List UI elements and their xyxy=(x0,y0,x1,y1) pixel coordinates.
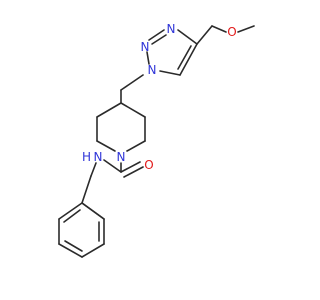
bond-n2-n1 xyxy=(146,51,150,65)
bond-n1-ch2 xyxy=(120,74,144,91)
bond-ph-6 xyxy=(81,202,105,220)
bond-n3-n2 xyxy=(148,29,165,41)
ether-oxygen-label: O xyxy=(227,25,236,39)
bond-o-ch3 xyxy=(237,25,255,33)
bond-ph-inner-3 xyxy=(63,209,81,223)
structure-canvas: N N N O N O N H xyxy=(58,22,255,258)
bond-pip-3 xyxy=(126,140,146,152)
bond-pip-1 xyxy=(120,102,146,118)
bond-ph-inner-2 xyxy=(64,240,83,252)
bond-nh-ch2 xyxy=(90,162,97,177)
bond-n3-c4 xyxy=(177,29,198,45)
piperidine-nitrogen-label: N xyxy=(117,150,126,164)
triazole-n3-label: N xyxy=(167,22,176,36)
bond-c-o xyxy=(120,161,141,173)
bond-c4-ch2 xyxy=(196,25,213,45)
bond-pip-6 xyxy=(96,102,122,118)
molecule-drawing: N N N O N O N H xyxy=(58,22,255,258)
bond-ph-5 xyxy=(58,202,83,220)
bond-c-nh xyxy=(103,159,122,173)
triazole-n1-label: N xyxy=(148,63,157,77)
bond-n3-n2-double xyxy=(151,34,167,45)
triazole-n2-label: N xyxy=(141,40,150,54)
bond-pip-4 xyxy=(96,140,116,152)
bond-ph-3 xyxy=(58,243,83,258)
carbonyl-oxygen-label: O xyxy=(144,158,153,172)
bond-ch2-o xyxy=(211,25,227,33)
bond-ch2-ch2 xyxy=(81,175,92,204)
bond-c5-c4-double xyxy=(177,45,192,70)
bond-c5-c4 xyxy=(179,43,198,76)
bond-n1-c5 xyxy=(159,70,181,76)
bond-c-o-double xyxy=(123,166,144,178)
atom-labels: N N N O N O N H xyxy=(82,22,237,172)
bonds xyxy=(58,25,255,258)
amide-hydrogen-label: H xyxy=(82,150,91,164)
amide-nitrogen-label: N xyxy=(94,150,103,164)
bond-ph-2 xyxy=(81,243,105,258)
